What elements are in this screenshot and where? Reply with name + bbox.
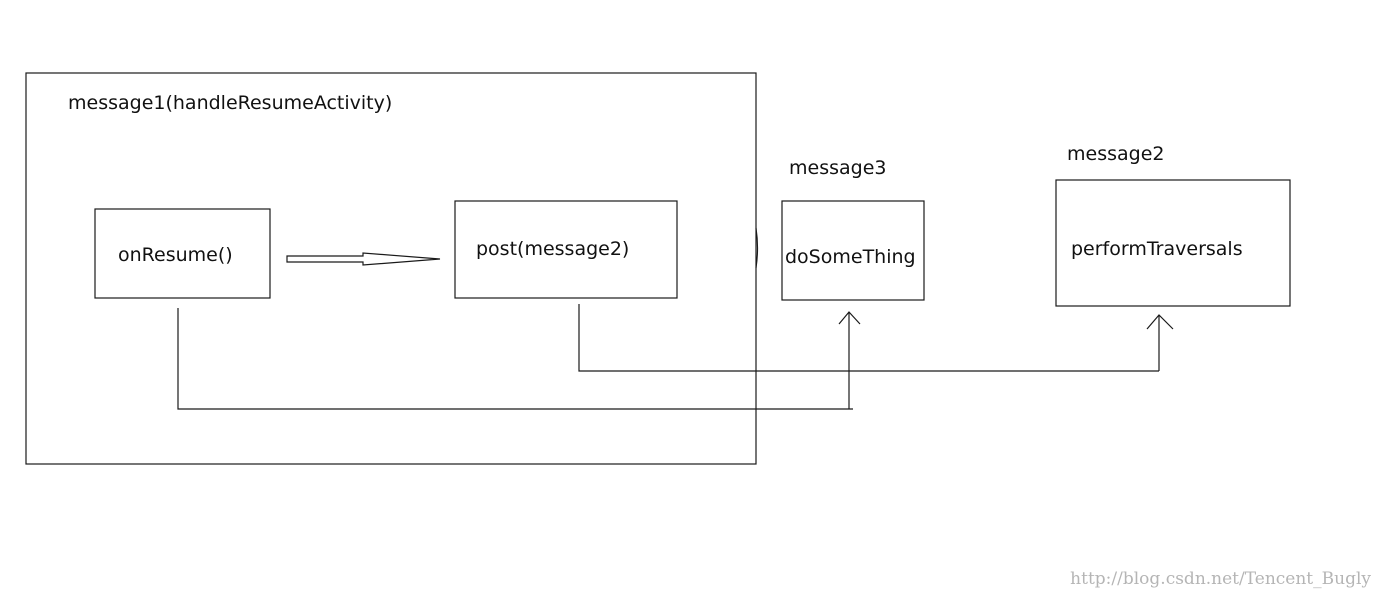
post-box: [454, 200, 678, 299]
message2-label: message2: [1067, 143, 1164, 165]
call-arrow: [286, 252, 441, 266]
do-some-thing-arrow-head-icon: [838, 311, 861, 325]
watermark: http://blog.csdn.net/Tencent_Bugly: [1070, 569, 1371, 589]
container-edge-mark: [755, 227, 759, 269]
on-resume-label: onResume(): [118, 244, 233, 266]
on-resume-to-do-some-thing-connector: [177, 308, 853, 410]
perform-traversals-box: [1055, 179, 1291, 307]
message1-container: [25, 72, 757, 465]
on-resume-box: [94, 208, 271, 299]
do-some-thing-label: doSomeThing: [785, 246, 916, 268]
post-to-perform-traversals-connector: [578, 304, 1159, 372]
perform-traversals-arrow-head-icon: [1146, 314, 1174, 330]
do-some-thing-box: [781, 200, 925, 301]
message3-label: message3: [789, 157, 886, 179]
message1-label: message1(handleResumeActivity): [68, 92, 392, 114]
perform-traversals-label: performTraversals: [1071, 238, 1243, 260]
post-label: post(message2): [476, 238, 629, 260]
